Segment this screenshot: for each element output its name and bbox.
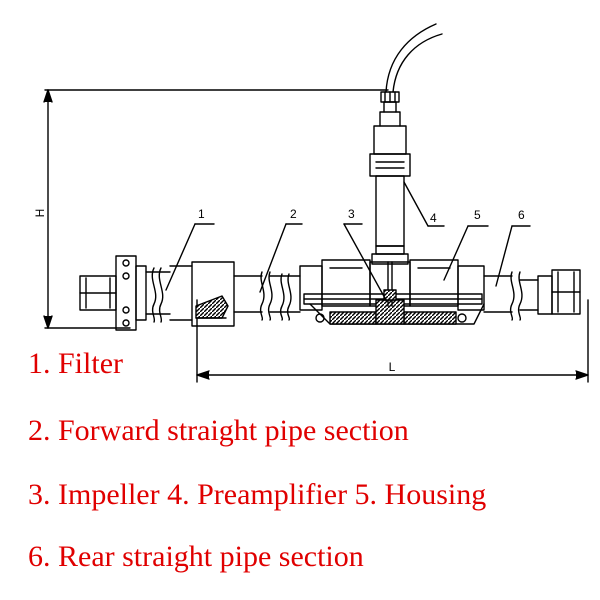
callout-5: 5 bbox=[474, 208, 481, 222]
callout-3: 3 bbox=[348, 207, 355, 221]
legend-line-forward-pipe: 2. Forward straight pipe section bbox=[28, 414, 409, 447]
filter bbox=[169, 261, 263, 327]
callout-1: 1 bbox=[198, 207, 205, 221]
callout-4: 4 bbox=[430, 211, 437, 225]
length-dimension: L bbox=[196, 299, 589, 383]
preamplifier bbox=[369, 91, 411, 265]
cable bbox=[385, 23, 443, 93]
forward-straight-pipe bbox=[259, 271, 301, 321]
callout-2: 2 bbox=[290, 207, 297, 221]
callout-numbers: 1 2 3 4 5 6 bbox=[198, 207, 525, 225]
leader-lines bbox=[165, 181, 531, 301]
rear-straight-pipe bbox=[483, 269, 581, 321]
legend-line-rear-pipe: 6. Rear straight pipe section bbox=[28, 540, 364, 573]
legend-line-impeller-preamp-housing: 3. Impeller 4. Preamplifier 5. Housing bbox=[28, 478, 487, 511]
height-dimension: H bbox=[33, 89, 389, 329]
left-end-fitting bbox=[79, 255, 171, 331]
callout-6: 6 bbox=[518, 208, 525, 222]
pipe-break-1 bbox=[151, 267, 164, 323]
height-label: H bbox=[33, 209, 47, 218]
legend-line-filter: 1. Filter bbox=[28, 347, 123, 380]
length-label: L bbox=[389, 360, 396, 374]
